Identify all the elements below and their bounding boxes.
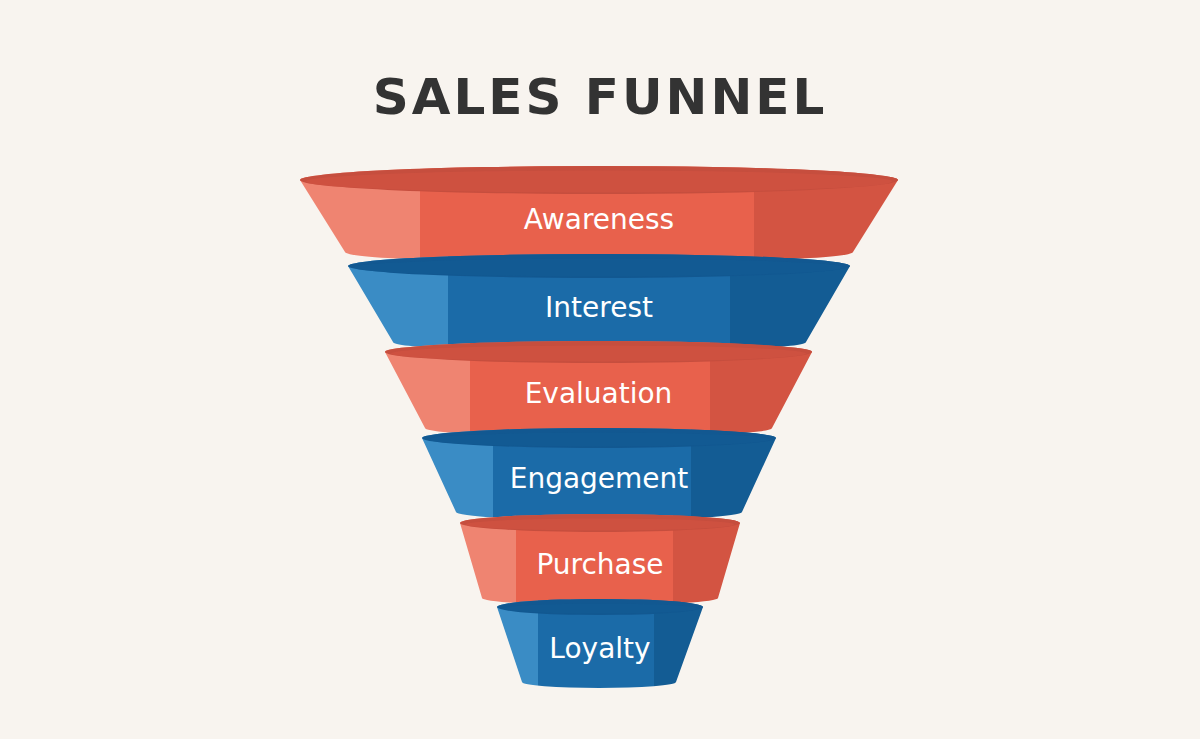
band-rim-inner — [391, 346, 806, 362]
stage-label: Interest — [348, 294, 850, 322]
band-body — [460, 514, 740, 605]
band-body — [348, 254, 850, 352]
funnel-band: Loyalty — [497, 599, 703, 688]
stage-label: Awareness — [300, 206, 898, 234]
band-rim — [300, 166, 898, 194]
band-rim-inner — [466, 519, 734, 531]
funnel-band: Awareness — [300, 166, 898, 263]
band-rim-inner — [354, 259, 844, 277]
band-body — [497, 599, 703, 688]
band-body — [385, 341, 812, 437]
diagram-title: SALES FUNNEL — [0, 72, 1200, 122]
band-rim-inner — [306, 171, 892, 193]
band-body — [300, 166, 898, 263]
stage-label: Loyalty — [497, 635, 703, 663]
band-rim — [385, 341, 812, 363]
band-rim — [460, 514, 740, 532]
stage-label: Purchase — [460, 551, 740, 579]
band-body — [422, 428, 776, 520]
funnel-band: Evaluation — [385, 341, 812, 437]
funnel-band: Purchase — [460, 514, 740, 605]
band-rim — [422, 428, 776, 448]
band-rim — [497, 599, 703, 615]
band-rim-inner — [503, 604, 697, 614]
stage-label: Engagement — [422, 465, 776, 493]
funnel-band: Engagement — [422, 428, 776, 520]
band-rim — [348, 254, 850, 278]
stage-label: Evaluation — [385, 380, 812, 408]
band-rim-inner — [428, 433, 770, 447]
funnel-band: Interest — [348, 254, 850, 352]
